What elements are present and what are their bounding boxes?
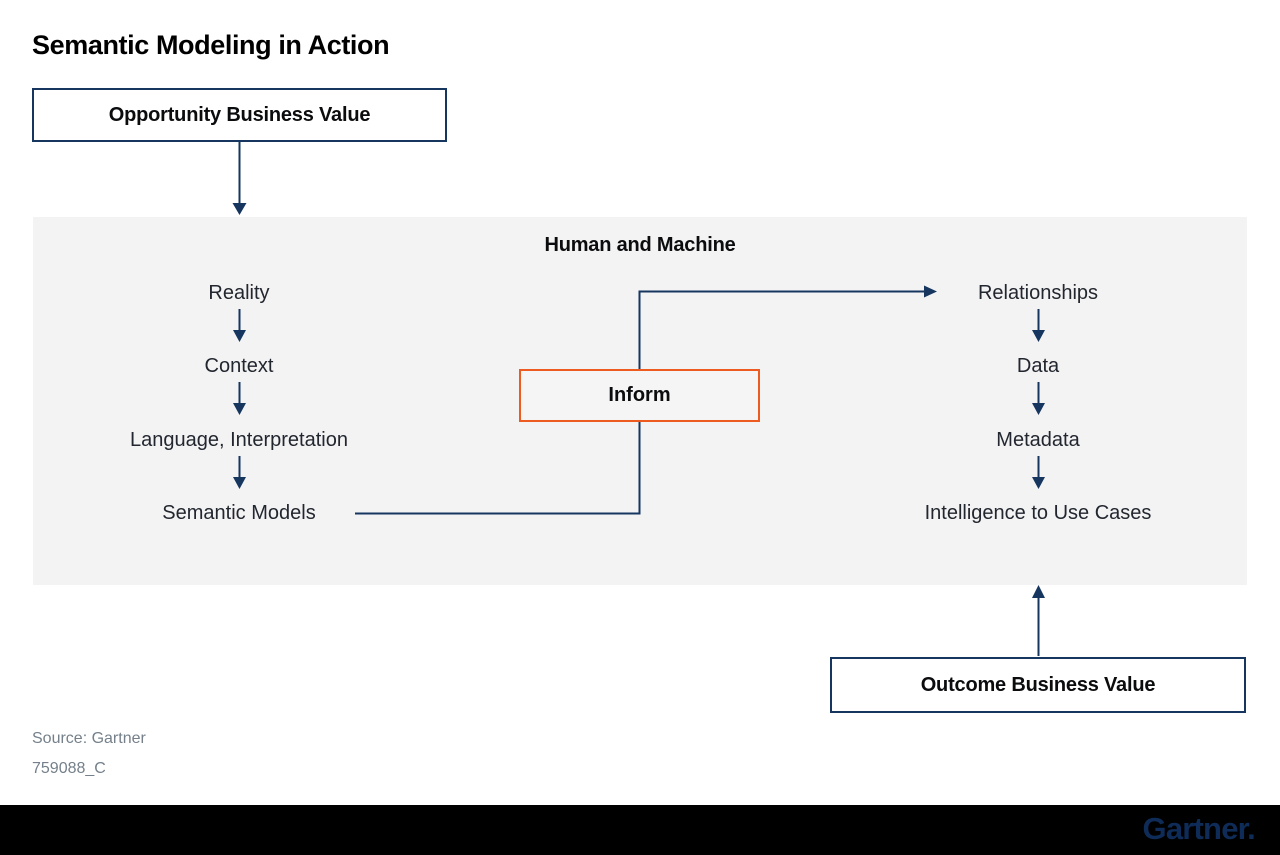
gartner-logo: Gartner. — [1142, 811, 1256, 846]
flow-step-semantic-models: Semantic Models — [162, 502, 316, 524]
inform-box-label: Inform — [608, 384, 671, 406]
figure-id: 759088_C — [32, 760, 106, 777]
opportunity-box-label: Opportunity Business Value — [108, 103, 371, 126]
flow-step-context: Context — [204, 355, 274, 377]
outcome-business-value-box: Outcome Business Value — [830, 657, 1246, 713]
source-attribution: Source: Gartner — [32, 730, 146, 747]
flow-step-intelligence-to-use-cases: Intelligence to Use Cases — [924, 502, 1152, 524]
flow-step-relationships: Relationships — [977, 282, 1099, 304]
footer-bar: Gartner. — [0, 805, 1280, 855]
outcome-box-label: Outcome Business Value — [920, 673, 1156, 696]
flow-step-reality: Reality — [208, 282, 270, 304]
outcome-arrowhead — [1032, 585, 1045, 598]
panel-title: Human and Machine — [544, 234, 736, 256]
opportunity-business-value-box: Opportunity Business Value — [32, 88, 447, 142]
flow-step-metadata: Metadata — [996, 429, 1080, 451]
inform-box: Inform — [519, 369, 760, 422]
flow-step-language-interpretation: Language, Interpretation — [130, 429, 348, 451]
opportunity-arrowhead — [232, 203, 247, 215]
figure-title: Semantic Modeling in Action — [32, 30, 390, 60]
flow-step-data: Data — [1016, 355, 1060, 377]
